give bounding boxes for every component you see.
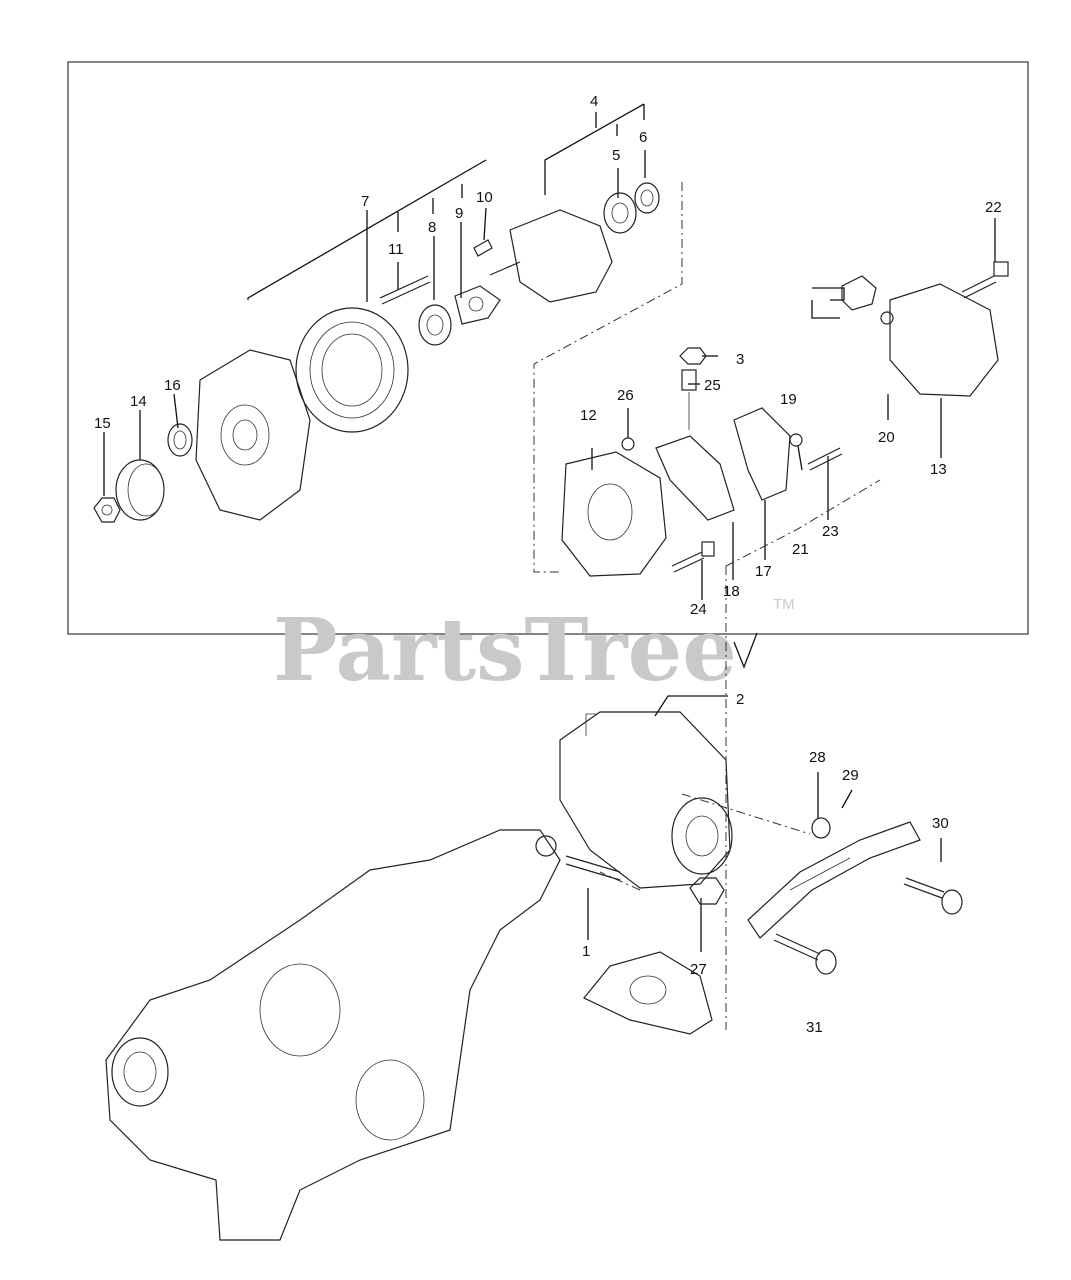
callout-27: 27 (690, 961, 707, 978)
callout-15: 15 (94, 415, 111, 432)
callout-3: 3 (736, 351, 744, 368)
watermark-trademark: TM (773, 596, 795, 613)
callout-18: 18 (723, 583, 740, 600)
callout-23: 23 (822, 523, 839, 540)
callout-2: 2 (736, 691, 744, 708)
callout-9: 9 (455, 205, 463, 222)
callout-10: 10 (476, 189, 493, 206)
callout-25: 25 (704, 377, 721, 394)
installed-assembly (105, 711, 963, 1241)
callout-28: 28 (809, 749, 826, 766)
callout-labels: 1 2 3 4 5 6 7 8 9 10 11 12 13 14 15 16 1… (94, 93, 1002, 1036)
exploded-parts (93, 182, 1009, 577)
callout-6: 6 (639, 129, 647, 146)
callout-11: 11 (388, 241, 404, 258)
callout-17: 17 (755, 563, 772, 580)
callout-14: 14 (130, 393, 147, 410)
callout-13: 13 (930, 461, 947, 478)
callout-20: 20 (878, 429, 895, 446)
callout-8: 8 (428, 219, 436, 236)
callout-5: 5 (612, 147, 620, 164)
callout-7: 7 (361, 193, 369, 210)
frame-pointer (733, 632, 758, 669)
leader-lines (103, 103, 996, 952)
exploded-view-frame (67, 61, 1029, 635)
callout-19: 19 (780, 391, 797, 408)
assembly-center-lines (533, 182, 881, 1030)
callout-1: 1 (582, 943, 590, 960)
watermark-text: PartsTree (273, 600, 737, 701)
callout-22: 22 (985, 199, 1002, 216)
callout-4: 4 (590, 93, 598, 110)
callout-16: 16 (164, 377, 181, 394)
callout-24: 24 (690, 601, 707, 618)
callout-29: 29 (842, 767, 859, 784)
callout-21: 21 (792, 541, 809, 558)
callout-31: 31 (806, 1019, 823, 1036)
callout-30: 30 (932, 815, 949, 832)
callout-12: 12 (580, 407, 597, 424)
callout-26: 26 (617, 387, 634, 404)
